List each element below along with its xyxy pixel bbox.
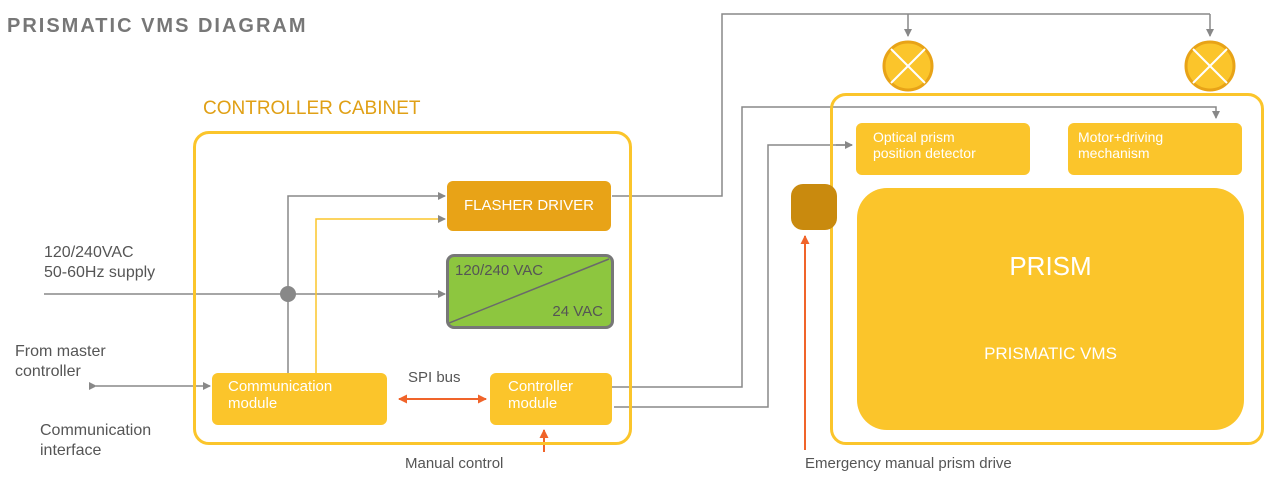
power-supply-unit: 120/240 VAC 24 VAC: [446, 254, 614, 329]
controller-module-line1: Controller: [508, 378, 574, 395]
master-label-line1: From master: [15, 343, 106, 360]
prismatic-vms-frame: [830, 93, 1264, 445]
emergency-knob-icon: [791, 184, 837, 230]
flasher-lamp-icon: [1184, 40, 1236, 92]
supply-label: 120/240VAC 50-60Hz supply: [44, 243, 155, 283]
comm-interface-line1: Communication: [40, 422, 152, 439]
flasher-driver-label: FLASHER DRIVER: [463, 197, 595, 215]
comm-module-line1: Communication: [228, 378, 333, 395]
optical-detector-box: Optical prism position detector: [856, 123, 1030, 175]
controller-to-motor-wire: [612, 106, 1220, 388]
optical-detector-line1: Optical prism: [873, 129, 955, 145]
page-title: PRISMATIC VMS DIAGRAM: [7, 15, 308, 37]
motor-line2: mechanism: [1078, 145, 1150, 162]
optical-detector-line2: position detector: [873, 145, 976, 162]
controller-module-line2: module: [508, 395, 558, 413]
flasher-driver-box: FLASHER DRIVER: [447, 181, 611, 231]
detector-to-controller-wire: [614, 144, 852, 408]
master-controller-label: From master controller: [15, 342, 106, 382]
emergency-drive-label: Emergency manual prism drive: [805, 455, 1012, 472]
flasher-lamp-icon: [882, 40, 934, 92]
junction-dot-icon: [280, 286, 296, 302]
prismatic-vms-label: PRISMATIC VMS: [984, 344, 1117, 363]
comm-to-flasher-wire: [287, 192, 446, 373]
flasher-output-wire: [612, 13, 1210, 197]
psu-output-label: 24 VAC: [552, 303, 603, 320]
supply-label-line1: 120/240VAC: [44, 244, 134, 261]
prism-label: PRISM: [1009, 251, 1092, 281]
controller-module-box: Controller module: [490, 373, 612, 425]
comm-to-flasher-signal: [315, 215, 446, 373]
motor-line1: Motor+driving: [1078, 129, 1164, 145]
manual-control-label: Manual control: [405, 455, 504, 472]
motor-mechanism-box: Motor+driving mechanism: [1068, 123, 1242, 175]
supply-label-line2: 50-60Hz supply: [44, 264, 156, 281]
master-label-line2: controller: [15, 363, 81, 380]
psu-input-label: 120/240 VAC: [455, 262, 544, 279]
prism-panel: PRISM PRISMATIC VMS: [857, 188, 1244, 430]
comm-interface-line2: interface: [40, 442, 102, 459]
comm-module-line2: module: [228, 395, 278, 413]
cabinet-title: CONTROLLER CABINET: [203, 98, 421, 119]
communication-module-box: Communication module: [212, 373, 387, 425]
controller-cabinet-frame: [193, 131, 632, 445]
spi-bus-label: SPI bus: [408, 369, 461, 386]
communication-interface-label: Communication interface: [40, 421, 151, 461]
